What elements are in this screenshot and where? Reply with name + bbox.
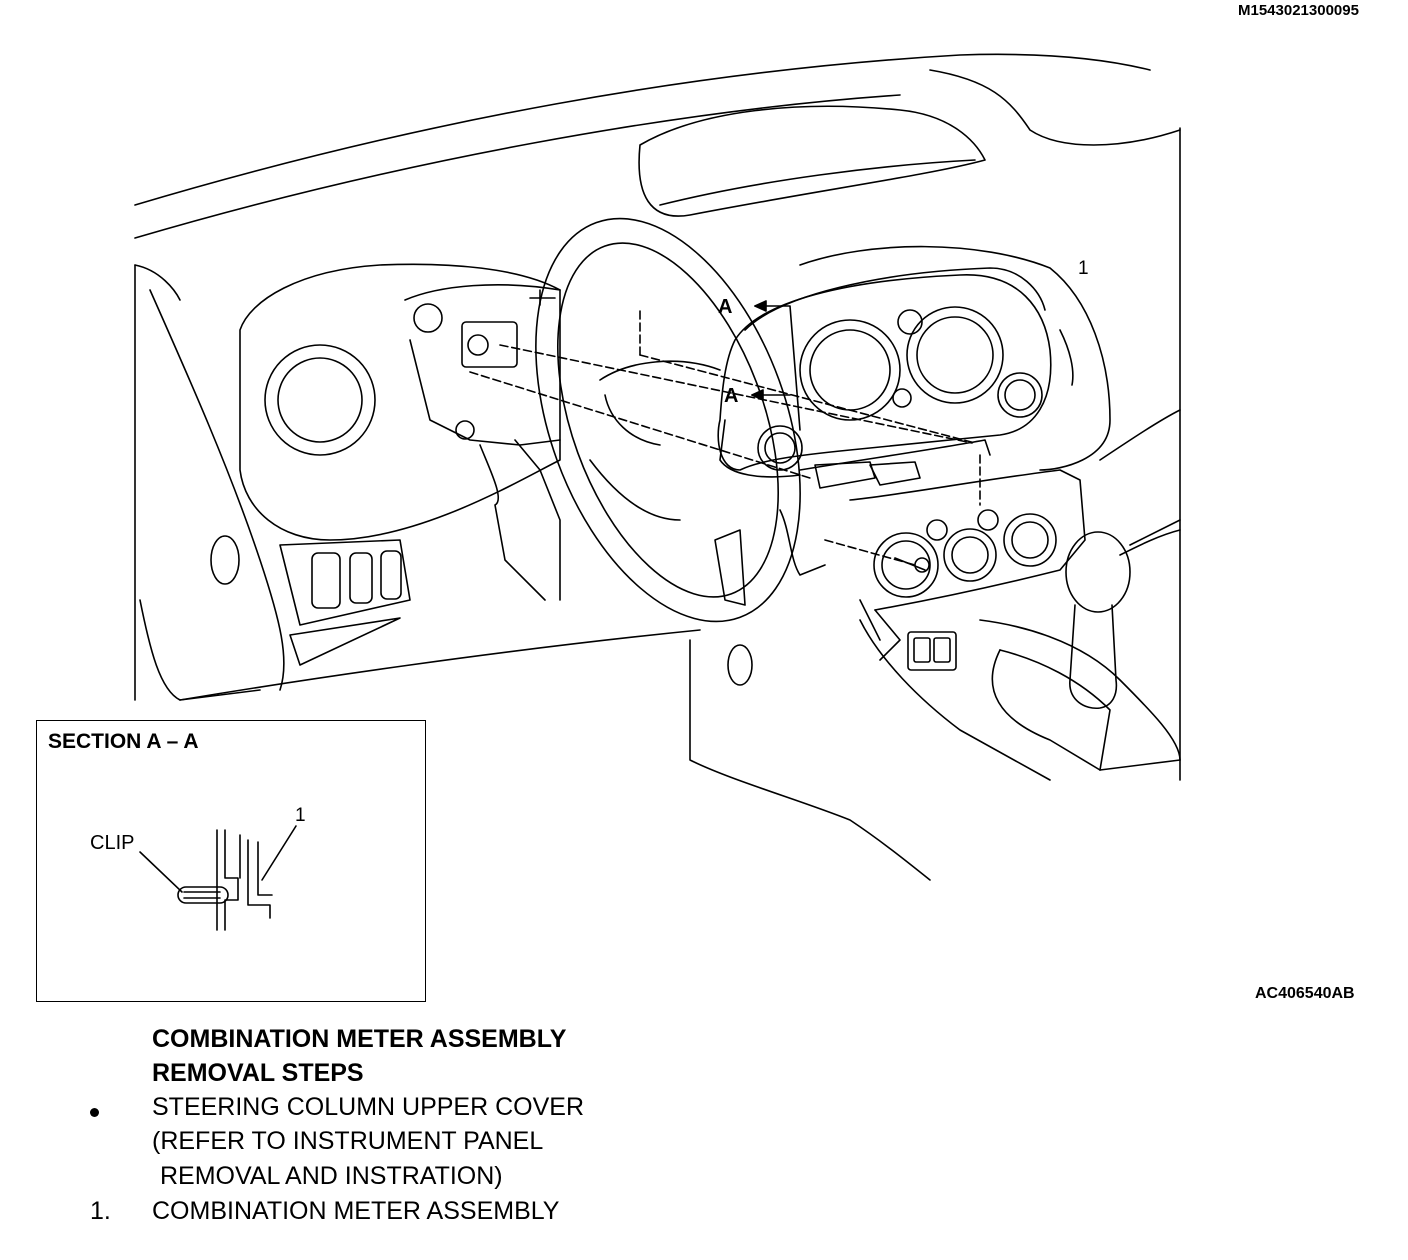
callout-1: 1 <box>1078 258 1089 279</box>
combination-meter <box>717 267 1052 489</box>
section-marker-lower: A <box>724 385 739 407</box>
cluster-opening <box>404 284 561 446</box>
section-title: SECTION A – A <box>48 730 199 753</box>
dashed-guide-lines <box>469 309 981 566</box>
section-arrows <box>751 300 801 431</box>
step-bullet-line3: REMOVAL AND INSTRATION) <box>160 1162 503 1190</box>
left-round-vent <box>264 344 376 456</box>
step-bullet-line2: (REFER TO INSTRUMENT PANEL <box>152 1127 544 1155</box>
steering-column <box>479 439 826 606</box>
document-id: M1543021300095 <box>1238 2 1359 19</box>
clip-section-detail <box>139 825 297 931</box>
section-detail-box <box>36 720 426 1002</box>
steps-title-line1: COMBINATION METER ASSEMBLY <box>152 1025 567 1053</box>
top-vent-outline <box>638 105 986 217</box>
center-console <box>849 469 1086 671</box>
section-marker-upper: A <box>718 296 733 318</box>
shift-lever <box>1065 519 1181 709</box>
clip-label: CLIP <box>90 832 135 854</box>
step-1-label: COMBINATION METER ASSEMBLY <box>152 1197 560 1225</box>
step-1-number: 1. <box>90 1197 111 1225</box>
step-bullet-line1: STEERING COLUMN UPPER COVER <box>152 1093 585 1121</box>
left-panel-outline <box>239 263 561 541</box>
left-pillar-outline <box>134 264 285 701</box>
steps-title-line2: REMOVAL STEPS <box>152 1059 364 1087</box>
bullet-icon <box>90 1108 99 1117</box>
meter-hood-outline <box>799 245 1111 471</box>
steering-wheel <box>535 217 801 623</box>
figure-id: AC406540AB <box>1255 985 1355 1002</box>
section-callout-1: 1 <box>295 805 306 826</box>
switch-panel <box>279 539 411 666</box>
dash-top-outline <box>134 53 1181 301</box>
